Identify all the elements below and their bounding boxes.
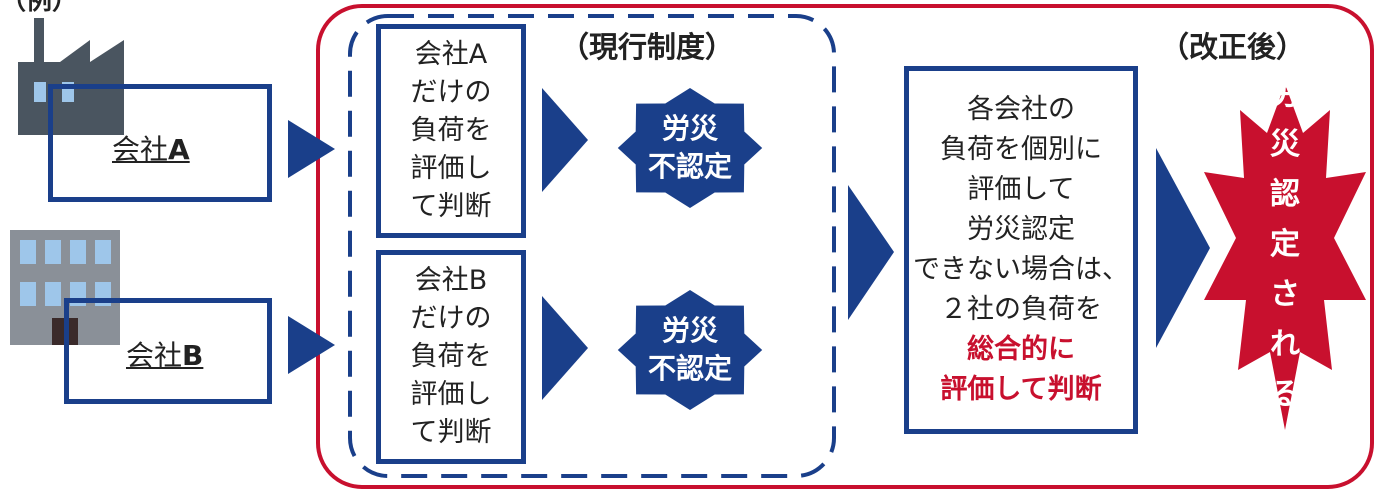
burst-b-line-2: 不認定 [647, 352, 732, 385]
box-a-line-3: 負荷を [410, 115, 492, 146]
burst-b-label: 労災 不認定 [630, 312, 750, 388]
revised-line-3: 評価して [967, 174, 1075, 205]
company-a-text: 会社 [112, 133, 169, 166]
box-a-line-4: 評価し [410, 153, 492, 184]
revised-line-1: 各会社の [967, 94, 1075, 125]
arrow-box-a-to-burst [542, 88, 588, 192]
box-a-line-1: 会社A [414, 39, 488, 70]
company-b-box [64, 298, 272, 404]
building-icon [10, 230, 120, 345]
outer-frame [316, 4, 1374, 489]
revised-highlight-1: 総合的に [967, 334, 1075, 365]
box-a-line-2: だけの [410, 77, 492, 108]
result-label: 労災認定される [1265, 77, 1305, 412]
result-burst [1204, 84, 1366, 430]
current-system-header: （現行制度） [560, 30, 735, 64]
current-system-frame [348, 14, 836, 478]
company-b-only-box: 会社B だけの 負荷を 評価し て判断 [376, 250, 526, 464]
box-b-line-3: 負荷を [410, 341, 492, 372]
revised-line-6: ２社の負荷を [940, 294, 1102, 325]
box-b-line-5: て判断 [410, 417, 492, 448]
company-b-only-text: 会社B だけの 負荷を 評価し て判断 [411, 262, 492, 452]
company-a-only-text: 会社A だけの 負荷を 評価し て判断 [411, 36, 492, 226]
company-a-label: 会社A [112, 128, 190, 168]
arrow-to-result [1156, 148, 1210, 348]
burst-b [617, 290, 763, 410]
revised-header: （改正後） [1160, 30, 1306, 64]
revised-line-5: できない場合は、 [913, 254, 1129, 285]
result-text: 労災認定される [1270, 77, 1300, 412]
company-a-only-box: 会社A だけの 負荷を 評価し て判断 [376, 24, 526, 238]
box-b-line-4: 評価し [410, 379, 492, 410]
burst-a-label: 労災 不認定 [630, 110, 750, 186]
example-label: （例） [0, 0, 79, 16]
arrow-company-a [288, 120, 335, 178]
box-a-line-5: て判断 [410, 191, 492, 222]
company-b-letter: B [182, 339, 204, 372]
revised-highlight-2: 評価して判断 [940, 374, 1102, 405]
company-b-label: 会社B [126, 334, 203, 374]
company-a-box [48, 84, 272, 202]
company-a-letter: A [168, 133, 190, 166]
revised-line-4: 労災認定 [967, 214, 1075, 245]
box-b-line-2: だけの [410, 303, 492, 334]
arrow-box-b-to-burst [542, 296, 588, 400]
revised-judgement-text: 各会社の 負荷を個別に 評価して 労災認定 できない場合は、 ２社の負荷を 総合… [913, 90, 1129, 410]
burst-a-line-2: 不認定 [647, 150, 732, 183]
revised-line-2: 負荷を個別に [940, 134, 1102, 165]
arrow-company-b [288, 316, 335, 374]
box-b-line-1: 会社B [414, 265, 488, 296]
revised-judgement-box: 各会社の 負荷を個別に 評価して 労災認定 できない場合は、 ２社の負荷を 総合… [904, 66, 1138, 434]
burst-b-line-1: 労災 [661, 314, 718, 347]
burst-a [617, 88, 763, 208]
arrow-to-revised [848, 185, 894, 320]
company-b-text: 会社 [126, 339, 183, 372]
burst-a-line-1: 労災 [661, 112, 718, 145]
